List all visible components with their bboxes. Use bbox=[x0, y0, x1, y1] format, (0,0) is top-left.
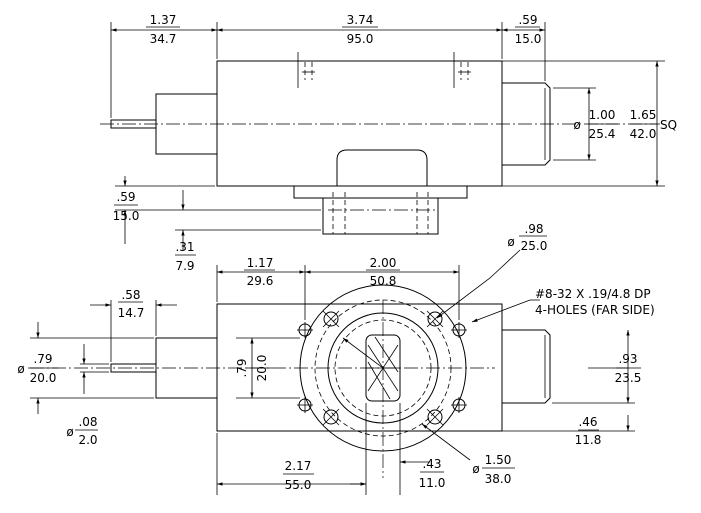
front-low-in: .46 bbox=[578, 415, 597, 429]
front-center-mm: 20.0 bbox=[255, 355, 269, 382]
front-right-mm: 23.5 bbox=[615, 371, 642, 385]
top-dia-in: 1.00 bbox=[589, 108, 616, 122]
front-hole-mm: 25.0 bbox=[521, 239, 548, 253]
top-sq-mm: 42.0 bbox=[630, 127, 657, 141]
front-slot-in: .43 bbox=[422, 457, 441, 471]
front-bore-mm: 38.0 bbox=[485, 472, 512, 486]
top-base-plate bbox=[293, 185, 468, 199]
front-view: ø .98 25.0 1.17 29.6 2.00 50.8 .58 14.7 … bbox=[17, 222, 655, 495]
front-a-mm: 29.6 bbox=[247, 274, 274, 288]
top-sq-in: 1.65 bbox=[630, 108, 657, 122]
front-b-in: 2.00 bbox=[370, 256, 397, 270]
front-hole-in: .98 bbox=[524, 222, 543, 236]
front-b-mm: 50.8 bbox=[370, 274, 397, 288]
top-body-dim-mm: 95.0 bbox=[347, 32, 374, 46]
top-base-dim-in: .59 bbox=[116, 190, 135, 204]
front-shaft-in: .58 bbox=[121, 288, 140, 302]
front-bottom-in: 2.17 bbox=[285, 459, 312, 473]
front-a-in: 1.17 bbox=[247, 256, 274, 270]
top-left-dim-mm: 34.7 bbox=[150, 32, 177, 46]
front-bore-in: 1.50 bbox=[485, 453, 512, 467]
top-right-dim-mm: 15.0 bbox=[515, 32, 542, 46]
top-cable-outlet bbox=[336, 149, 428, 186]
top-dia-prefix: ø bbox=[573, 118, 580, 132]
top-dia-mm: 25.4 bbox=[589, 127, 616, 141]
front-right-boss bbox=[502, 329, 551, 404]
front-boss-prefix: ø bbox=[17, 362, 24, 376]
top-plate-dim-in: .31 bbox=[175, 240, 194, 254]
front-bore-prefix: ø bbox=[472, 462, 479, 476]
front-pin-in: .08 bbox=[78, 415, 97, 429]
front-shaft-mm: 14.7 bbox=[118, 306, 145, 320]
top-left-dim-in: 1.37 bbox=[150, 13, 177, 27]
front-note-line2: 4-HOLES (FAR SIDE) bbox=[535, 303, 655, 317]
front-hole-prefix: ø bbox=[507, 235, 514, 249]
front-right-in: .93 bbox=[618, 352, 637, 366]
top-base-dim-mm: 15.0 bbox=[113, 209, 140, 223]
front-boss-in: .79 bbox=[33, 352, 52, 366]
front-pin-prefix: ø bbox=[66, 425, 73, 439]
front-pin-mm: 2.0 bbox=[78, 433, 97, 447]
front-center-in: .79 bbox=[235, 358, 249, 377]
top-view: 1.37 34.7 3.74 95.0 .59 15.0 ø 1.00 25.4… bbox=[100, 13, 677, 273]
top-tapped-hole-right bbox=[453, 52, 471, 88]
front-boss-mm: 20.0 bbox=[30, 371, 57, 385]
top-left-boss bbox=[155, 93, 218, 155]
front-shaft bbox=[110, 363, 157, 373]
top-tapped-hole-left bbox=[297, 52, 315, 88]
front-bottom-mm: 55.0 bbox=[285, 478, 312, 492]
front-slot-mm: 11.0 bbox=[419, 476, 446, 490]
front-mount-holes bbox=[297, 310, 467, 426]
front-note-line1: #8-32 X .19/4.8 DP bbox=[535, 287, 651, 301]
top-plate-dim-mm: 7.9 bbox=[175, 259, 194, 273]
top-body-dim-in: 3.74 bbox=[347, 13, 374, 27]
top-right-dim-in: .59 bbox=[518, 13, 537, 27]
front-low-mm: 11.8 bbox=[575, 433, 602, 447]
top-sq-suffix: SQ bbox=[660, 118, 677, 132]
top-flange bbox=[322, 197, 439, 235]
top-body-outline bbox=[216, 60, 503, 187]
